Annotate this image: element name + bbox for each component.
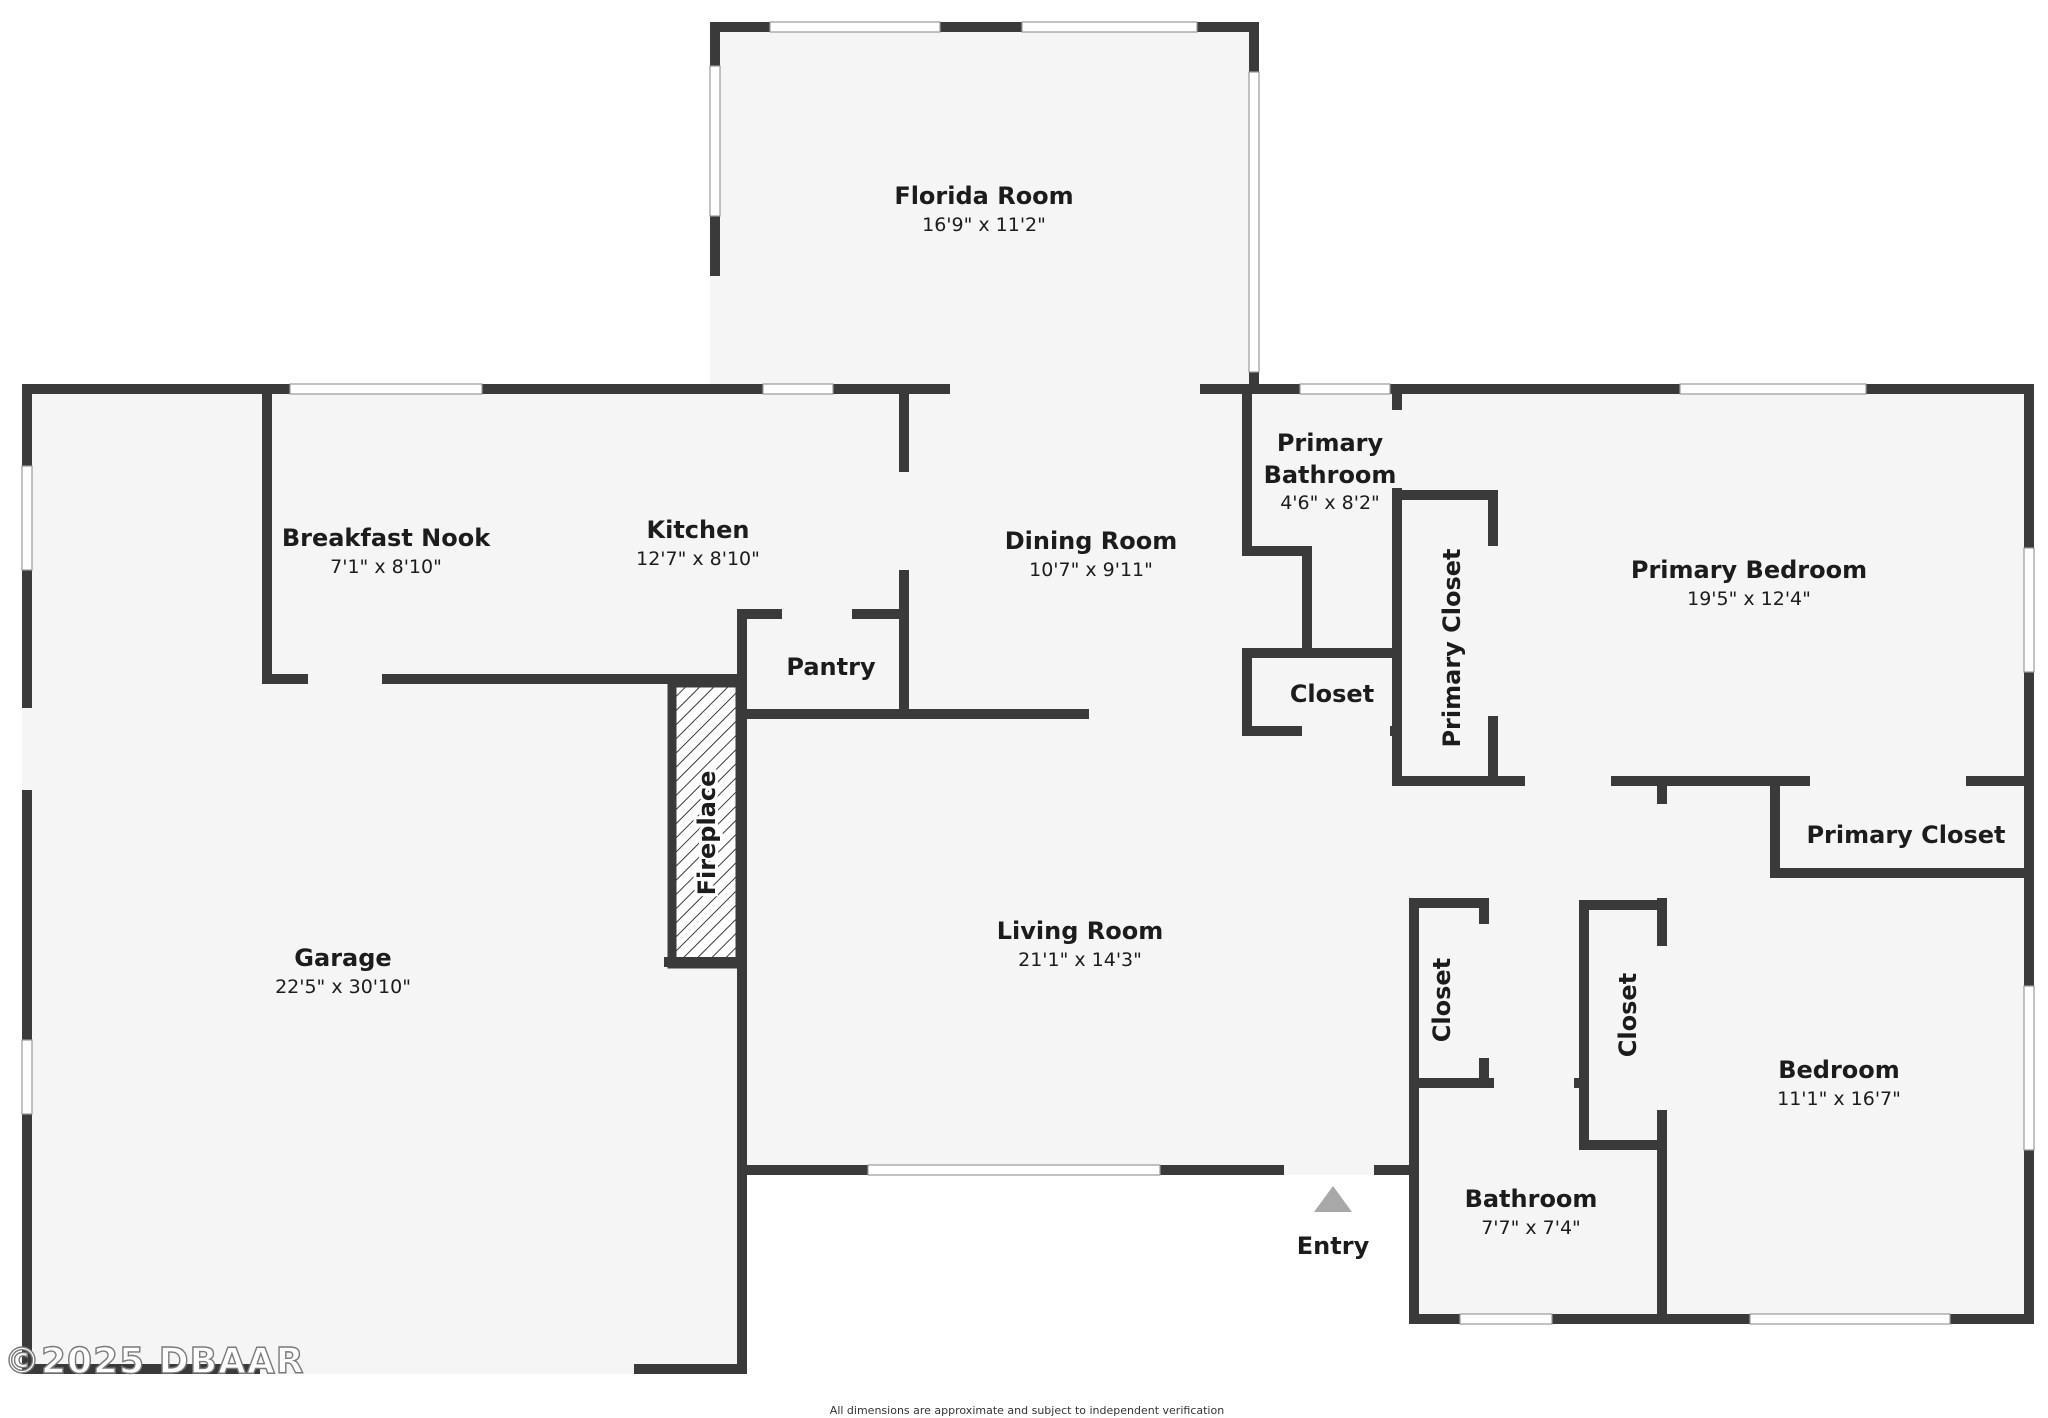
bedroom-dims: 11'1" x 16'7" bbox=[1777, 1088, 1901, 1110]
fireplace-hatch bbox=[667, 678, 745, 969]
primary-bathroom-name-line2: Bathroom bbox=[1264, 461, 1397, 489]
entry-arrow-icon bbox=[1314, 1186, 1352, 1212]
kitchen-dims: 12'7" x 8'10" bbox=[636, 548, 760, 570]
bathroom-dims: 7'7" x 7'4" bbox=[1481, 1217, 1581, 1239]
breakfast-nook-name: Breakfast Nook bbox=[282, 524, 491, 552]
pantry-name: Pantry bbox=[786, 653, 876, 681]
primary-bedroom-name: Primary Bedroom bbox=[1631, 556, 1867, 584]
kitchen-name: Kitchen bbox=[647, 516, 750, 544]
windows bbox=[21, 21, 2035, 1325]
breakfast-nook-dims: 7'1" x 8'10" bbox=[330, 556, 442, 578]
entry-label: Entry bbox=[1297, 1232, 1370, 1260]
primary-bathroom-dims: 4'6" x 8'2" bbox=[1280, 492, 1380, 514]
watermark: ©2025 DBAAR bbox=[4, 1341, 305, 1382]
garage-name: Garage bbox=[294, 944, 391, 972]
living-room-dims: 21'1" x 14'3" bbox=[1018, 949, 1142, 971]
primary-bathroom-name-line1: Primary bbox=[1277, 429, 1384, 457]
closet-bedroom-name: Closet bbox=[1614, 973, 1642, 1057]
florida-room-name: Florida Room bbox=[894, 182, 1073, 210]
fireplace-name: Fireplace bbox=[693, 771, 721, 896]
garage-dims: 22'5" x 30'10" bbox=[275, 976, 411, 998]
disclaimer: All dimensions are approximate and subje… bbox=[830, 1404, 1224, 1417]
bathroom-name: Bathroom bbox=[1465, 1185, 1598, 1213]
florida-room-dims: 16'9" x 11'2" bbox=[922, 214, 1046, 236]
primary-closet-vertical-name: Primary Closet bbox=[1438, 548, 1466, 747]
closet-small-name: Closet bbox=[1290, 680, 1374, 708]
living-room-name: Living Room bbox=[997, 917, 1163, 945]
closet-hall-name: Closet bbox=[1428, 958, 1456, 1042]
primary-closet-horizontal-name: Primary Closet bbox=[1806, 821, 2005, 849]
primary-bedroom-dims: 19'5" x 12'4" bbox=[1687, 588, 1811, 610]
dining-room-name: Dining Room bbox=[1005, 527, 1178, 555]
door-openings bbox=[22, 276, 1966, 1374]
dining-room-dims: 10'7" x 9'11" bbox=[1029, 559, 1153, 581]
floor-areas bbox=[29, 29, 2031, 1374]
bedroom-name: Bedroom bbox=[1778, 1056, 1900, 1084]
